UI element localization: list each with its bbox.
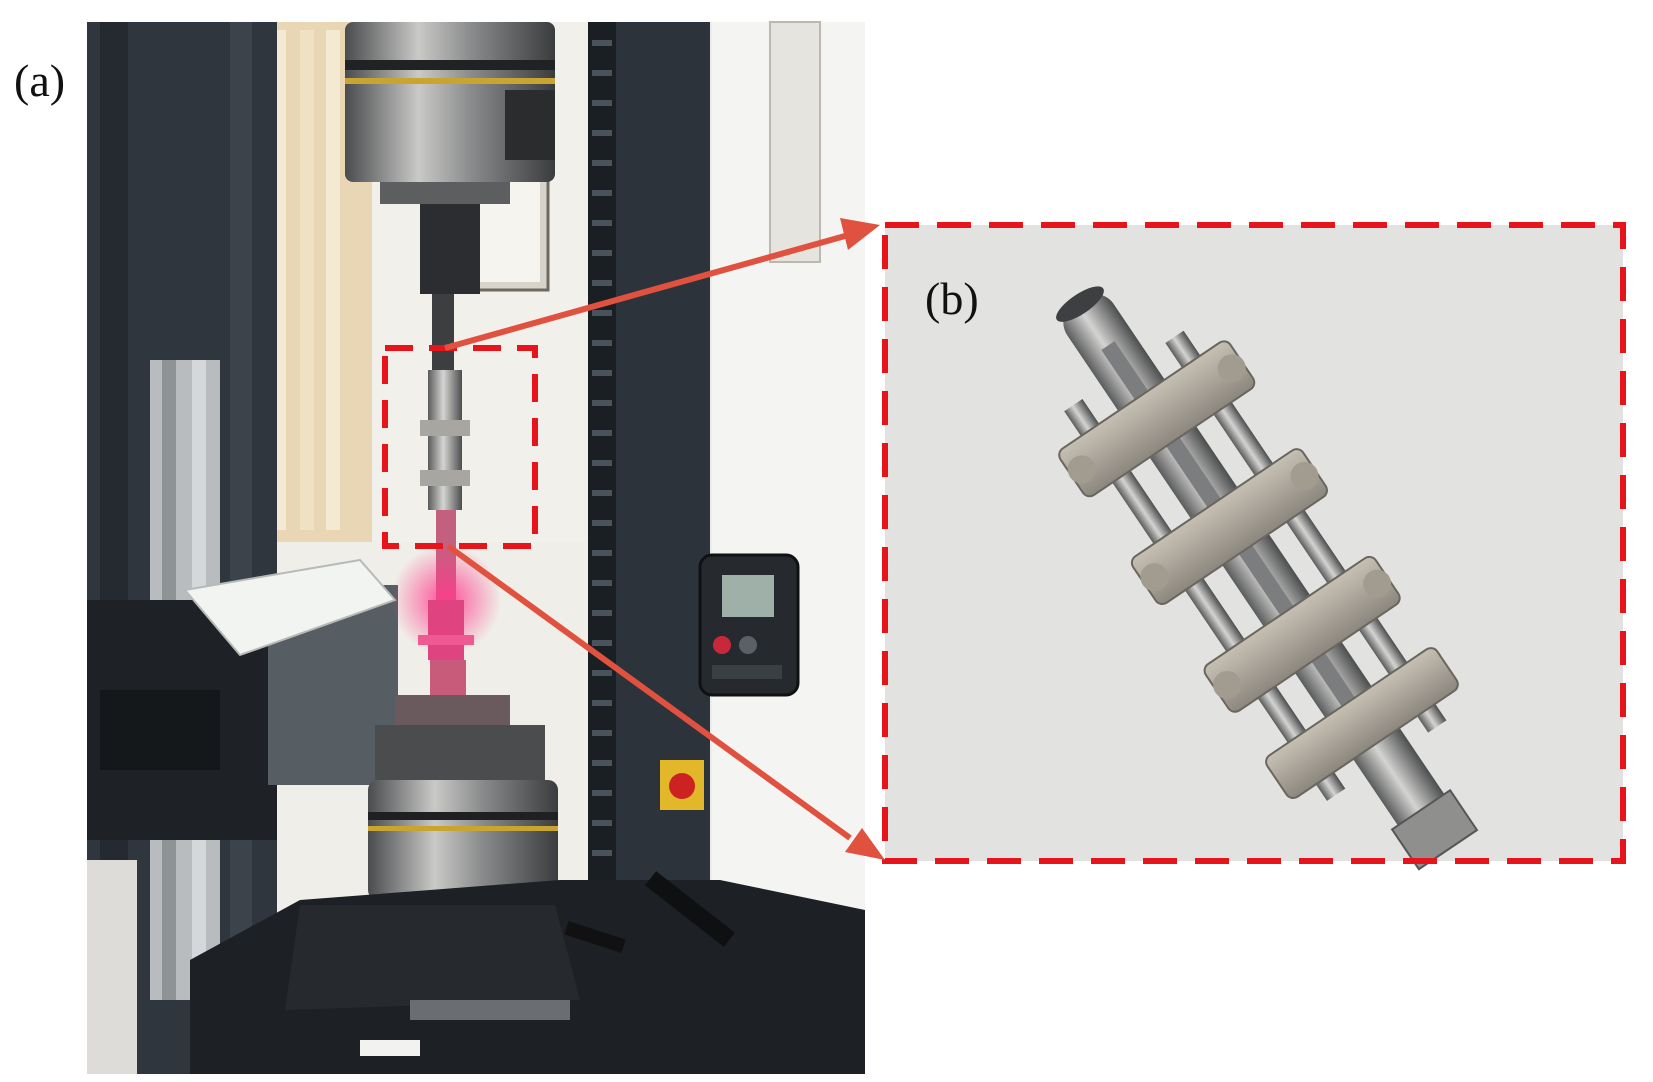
extensometer-photo [885, 225, 1623, 871]
panel-b-label: (b) [925, 273, 979, 324]
callout-arrow [444, 218, 885, 860]
testing-machine-photo [87, 21, 865, 1074]
inset-dashed-frame [882, 222, 1626, 864]
panel-a-label: (a) [14, 55, 66, 106]
dashed-callout-box [382, 345, 538, 549]
